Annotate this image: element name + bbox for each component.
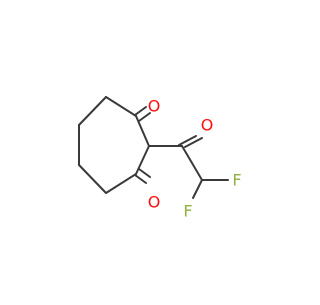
carbonyl-bond	[138, 112, 151, 122]
oxygen-acyl-label: O	[201, 116, 214, 135]
oxygen-bottom-label: O	[148, 193, 161, 212]
ring-bond	[105, 173, 137, 194]
acyl-carbonyl-bond	[184, 137, 203, 148]
fluorine-right-label: F	[232, 171, 241, 190]
fluorine-lower-label: F	[183, 202, 192, 221]
atom-labels: O O O F F	[148, 97, 242, 221]
cf-bond	[192, 179, 203, 199]
chain-bond	[181, 145, 203, 181]
ring-bond	[105, 96, 137, 117]
ring-bond	[78, 164, 107, 194]
acyl-carbonyl-bond	[178, 135, 197, 146]
carbonyl-bond	[134, 174, 147, 184]
carbonyl-bond	[138, 168, 151, 178]
carbonyl-bond	[134, 106, 147, 116]
ring-bond	[135, 145, 150, 175]
bond-layer	[78, 96, 229, 199]
molecule-diagram: O O O F F	[78, 96, 242, 221]
ring-bond	[135, 115, 150, 147]
oxygen-top-label: O	[148, 97, 161, 116]
ring-bond	[78, 96, 107, 126]
structure-canvas: O O O F F	[78, 96, 242, 221]
